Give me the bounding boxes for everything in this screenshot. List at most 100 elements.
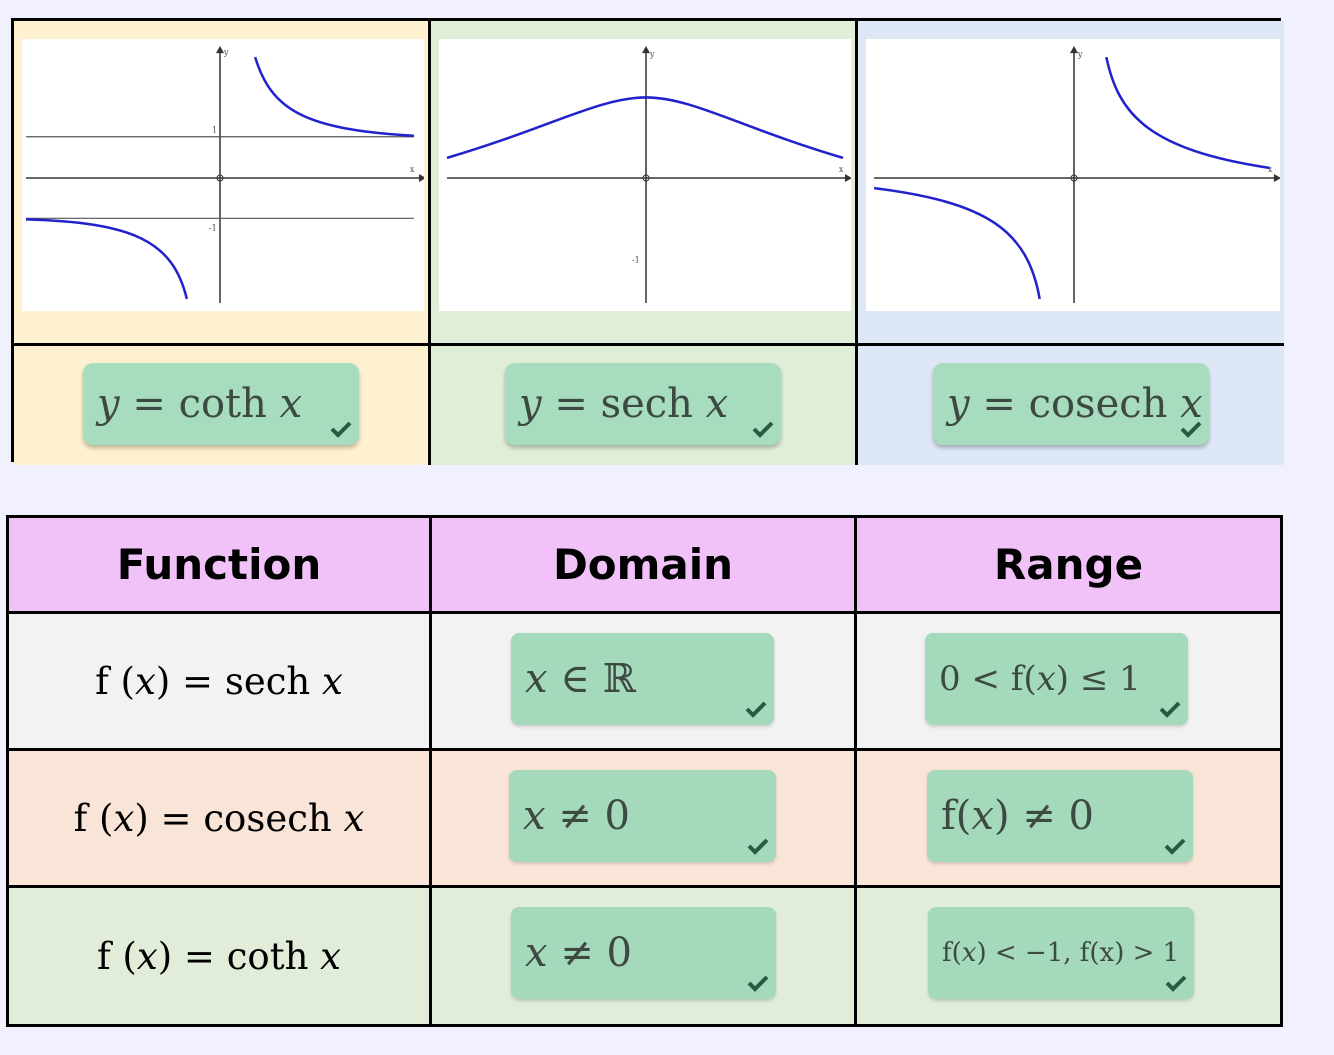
fn-var: x: [113, 796, 135, 840]
check-icon: [330, 421, 352, 438]
fn-open: (: [108, 659, 135, 703]
x-axis-arrow: [1273, 173, 1280, 183]
range-text: f(: [942, 938, 962, 968]
fn-close: ) =: [155, 659, 225, 703]
fn-open: (: [110, 934, 137, 978]
graph-cell-cosech: y x: [858, 21, 1284, 346]
x-axis-arrow: [844, 173, 851, 183]
check-icon: [1180, 421, 1202, 438]
answer-arg: x: [705, 381, 729, 427]
check-icon: [1165, 975, 1187, 992]
answer-box-sech[interactable]: y = sech x: [505, 363, 781, 445]
fn-name: cosech: [203, 796, 344, 840]
domain-cell-coth: x ≠ 0: [432, 888, 857, 1024]
function-cell-coth: f (x) = coth x: [9, 888, 432, 1024]
header-range: Range: [857, 518, 1280, 614]
sech-graph: y x -1: [439, 39, 851, 311]
answer-arg: x: [1180, 381, 1203, 427]
coth-graph: y x 1 -1: [22, 39, 424, 311]
answer-cell-cosech: y = cosech x: [858, 346, 1284, 465]
coth-curve-positive: [253, 56, 415, 137]
fn-var: x: [134, 659, 156, 703]
domain-answer-coth[interactable]: x ≠ 0: [511, 907, 776, 999]
header-domain: Domain: [432, 518, 857, 614]
coth-graph-svg: y x 1 -1: [25, 46, 424, 303]
check-icon: [1164, 838, 1186, 855]
answer-func: coth: [178, 381, 280, 427]
range-rest: ) < −1, f(x) > 1: [976, 938, 1180, 968]
check-icon: [747, 838, 769, 855]
answer-arg: x: [279, 381, 303, 427]
domain-rest: ≠ 0: [547, 930, 632, 976]
answer-func: sech: [600, 381, 706, 427]
fn-f: f: [73, 796, 88, 840]
fn-open: (: [87, 796, 114, 840]
tick-label-1: 1: [212, 126, 217, 135]
y-axis-arrow: [641, 46, 651, 54]
sech-graph-svg: y x -1: [446, 46, 851, 303]
answer-box-cosech[interactable]: y = cosech x: [933, 363, 1209, 445]
check-icon: [747, 975, 769, 992]
range-text: f(: [941, 793, 972, 839]
range-cell-coth: f(x) < −1, f(x) > 1: [857, 888, 1280, 1024]
graph-matching-table: y x 1 -1 y x -1: [11, 18, 1284, 465]
graph-cell-coth: y x 1 -1: [14, 21, 431, 346]
domain-answer-cosech[interactable]: x ≠ 0: [509, 770, 776, 862]
fn-arg: x: [320, 934, 342, 978]
origin-marker: [1070, 174, 1078, 182]
y-axis-arrow: [1069, 46, 1079, 54]
answer-equals: =: [541, 381, 601, 427]
fn-arg: x: [322, 659, 343, 703]
range-answer-coth[interactable]: f(x) < −1, f(x) > 1: [928, 907, 1194, 999]
function-cell-cosech: f (x) = cosech x: [9, 751, 432, 888]
answer-func: cosech: [1028, 381, 1181, 427]
range-var: x: [971, 793, 994, 839]
cosech-graph: y x: [866, 39, 1280, 311]
domain-var: x: [525, 930, 548, 976]
coth-curve-negative: [25, 218, 189, 300]
answer-cell-sech: y = sech x: [431, 346, 858, 465]
domain-rest: ≠ 0: [545, 793, 630, 839]
y-axis-label: y: [1077, 50, 1083, 59]
cosech-curve-negative: [873, 186, 1041, 300]
tick-label-neg1: -1: [632, 256, 640, 265]
range-var: x: [1036, 659, 1056, 699]
check-icon: [752, 421, 774, 438]
x-axis-arrow: [418, 173, 424, 183]
range-cell-sech: 0 < f(x) ≤ 1: [857, 614, 1280, 751]
y-axis-arrow: [215, 46, 225, 54]
range-text: 0 < f(: [939, 659, 1037, 699]
range-rest: ) ≤ 1: [1055, 659, 1141, 699]
range-var: x: [961, 938, 977, 968]
answer-box-coth[interactable]: y = coth x: [83, 363, 359, 445]
origin-marker: [216, 174, 224, 182]
domain-var: x: [523, 793, 546, 839]
range-answer-sech[interactable]: 0 < f(x) ≤ 1: [925, 633, 1188, 725]
answer-cell-coth: y = coth x: [14, 346, 431, 465]
answer-equals: =: [969, 381, 1029, 427]
fn-close: ) =: [134, 796, 204, 840]
range-answer-cosech[interactable]: f(x) ≠ 0: [927, 770, 1193, 862]
sech-curve: [446, 96, 844, 160]
cosech-graph-svg: y x: [873, 46, 1280, 303]
x-axis-label: x: [410, 165, 415, 174]
fn-name: coth: [226, 934, 321, 978]
x-axis-label: x: [839, 165, 844, 174]
cosech-curve-positive: [1105, 56, 1271, 170]
answer-y: y: [519, 381, 542, 427]
domain-var: x: [525, 656, 548, 702]
function-cell-sech: f (x) = sech x: [9, 614, 432, 751]
domain-rest: ∈ ℝ: [547, 656, 636, 702]
domain-range-table: Function Domain Range f (x) = sech x x ∈…: [6, 515, 1283, 1027]
origin-marker: [642, 174, 650, 182]
answer-y: y: [947, 381, 970, 427]
fn-name: sech: [224, 659, 323, 703]
y-axis-label: y: [223, 48, 229, 57]
domain-cell-cosech: x ≠ 0: [432, 751, 857, 888]
domain-answer-sech[interactable]: x ∈ ℝ: [511, 633, 774, 725]
answer-equals: =: [119, 381, 179, 427]
range-rest: ) ≠ 0: [993, 793, 1094, 839]
graph-cell-sech: y x -1: [431, 21, 858, 346]
range-cell-cosech: f(x) ≠ 0: [857, 751, 1280, 888]
answer-y: y: [97, 381, 120, 427]
